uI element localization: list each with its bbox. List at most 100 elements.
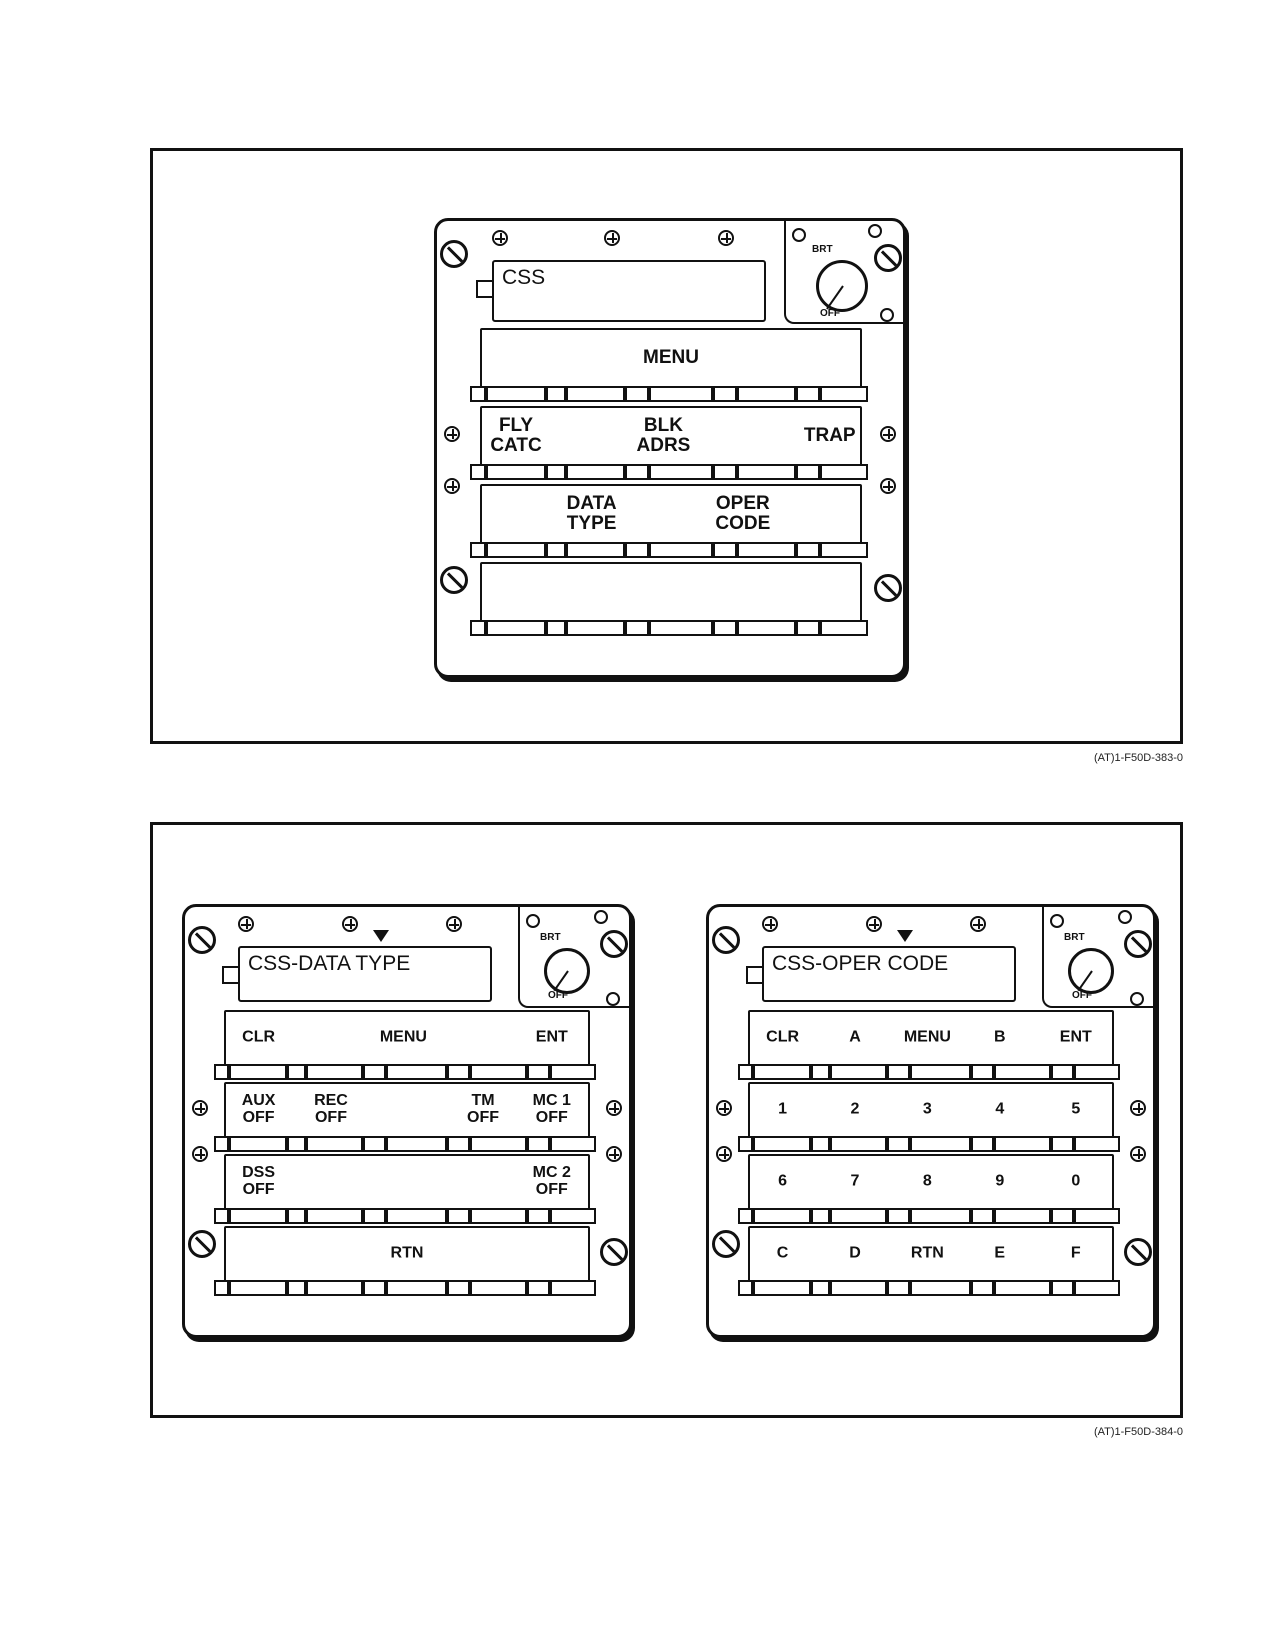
hinge-segment	[993, 1208, 1052, 1224]
indicator-arrow	[897, 930, 913, 942]
indicator-hole	[606, 992, 620, 1006]
brightness-knob[interactable]	[544, 948, 590, 994]
hinge-segment	[712, 620, 737, 636]
hinge-segment	[385, 1280, 447, 1296]
panel-screw-icon	[874, 244, 902, 272]
screw-icon	[238, 916, 254, 932]
screw-icon	[1130, 1146, 1146, 1162]
panel-screw-icon	[440, 566, 468, 594]
hinge-segment	[447, 1280, 470, 1296]
screw-icon	[444, 478, 460, 494]
hinge-segment	[527, 1280, 551, 1296]
hinge-segment	[820, 542, 868, 558]
button-row-1: MENU	[480, 328, 862, 388]
button-label[interactable]: 1	[778, 1100, 788, 1118]
button-label[interactable]: D	[849, 1244, 861, 1262]
hinge-segment	[1051, 1280, 1075, 1296]
hinge-segment	[909, 1208, 971, 1224]
display-window: CSS-DATA TYPE	[238, 946, 492, 1002]
hinge-segment	[1051, 1064, 1075, 1080]
button-label[interactable]: 4	[995, 1100, 1005, 1118]
hinge-segment	[649, 542, 713, 558]
hinge-segment	[971, 1136, 994, 1152]
button-label[interactable]: 8	[922, 1172, 932, 1190]
hinge-segment	[229, 1208, 287, 1224]
button-label[interactable]: 9	[995, 1172, 1005, 1190]
button-label[interactable]: 2	[850, 1100, 860, 1118]
hinge-segment	[447, 1136, 470, 1152]
button-label[interactable]: A	[849, 1028, 861, 1046]
off-label: OFF	[1072, 990, 1092, 1001]
screw-icon	[192, 1146, 208, 1162]
button-label[interactable]: RTN	[910, 1244, 944, 1262]
hinge-segment	[820, 620, 868, 636]
button-label[interactable]: B	[993, 1028, 1006, 1046]
button-label[interactable]: 6	[778, 1172, 788, 1190]
button-label[interactable]: MENU	[903, 1028, 951, 1046]
hinge-segment	[470, 620, 486, 636]
off-label: OFF	[548, 990, 568, 1001]
button-label[interactable]: 3	[922, 1100, 932, 1118]
hinge-segment	[736, 386, 797, 402]
button-label[interactable]: CLR	[766, 1028, 800, 1046]
button-label[interactable]: RTN	[390, 1244, 424, 1262]
button-label[interactable]: E	[994, 1244, 1006, 1262]
indicator-arrow	[373, 930, 389, 942]
button-row-1: CLR MENU ENT	[224, 1010, 590, 1066]
indicator-hole	[1050, 914, 1064, 928]
button-label[interactable]: ENT	[1059, 1028, 1092, 1046]
brightness-knob[interactable]	[1068, 948, 1114, 994]
screw-icon	[718, 230, 734, 246]
button-label[interactable]: TRAP	[803, 425, 856, 447]
button-label[interactable]: 0	[1071, 1172, 1081, 1190]
hinge-segment	[470, 464, 486, 480]
hinge-segment	[485, 386, 546, 402]
button-label[interactable]: 7	[850, 1172, 860, 1190]
hinge-segment	[712, 464, 737, 480]
screw-icon	[716, 1100, 732, 1116]
panel-screw-icon	[600, 930, 628, 958]
button-label[interactable]: F	[1070, 1244, 1081, 1262]
button-label[interactable]: CLR	[242, 1028, 276, 1046]
button-label[interactable]: C	[776, 1244, 789, 1262]
button-label[interactable]: MENU	[379, 1028, 427, 1046]
hinge-segment	[649, 620, 713, 636]
screw-icon	[192, 1100, 208, 1116]
hinge-segment	[214, 1208, 230, 1224]
display-text: CSS	[502, 266, 546, 289]
hinge-segment	[829, 1280, 887, 1296]
figure-id-bottom: (AT)1-F50D-384-0	[1093, 1426, 1183, 1438]
hinge-segment	[886, 1208, 910, 1224]
display-tab	[476, 280, 494, 298]
hinge-segment	[625, 464, 650, 480]
button-row-2: 1 2 3 4 5	[748, 1082, 1114, 1138]
hinge-segment	[738, 1208, 754, 1224]
hinge-segment	[993, 1064, 1052, 1080]
hinge-segment	[1074, 1064, 1120, 1080]
hinge-segment	[909, 1280, 971, 1296]
hinge-segment	[286, 1280, 306, 1296]
hinge-segment	[362, 1208, 386, 1224]
indicator-hole	[526, 914, 540, 928]
hinge-segment	[550, 1064, 596, 1080]
button-label[interactable]: ENT	[535, 1028, 568, 1046]
indicator-hole	[880, 308, 894, 322]
button-label[interactable]: MENU	[643, 347, 699, 369]
button-label[interactable]: 5	[1071, 1100, 1081, 1118]
hinge-segment	[385, 1136, 447, 1152]
hinge-segment	[820, 464, 868, 480]
brightness-knob[interactable]	[816, 260, 868, 312]
panel-screw-icon	[712, 926, 740, 954]
hinge-segment	[829, 1064, 887, 1080]
